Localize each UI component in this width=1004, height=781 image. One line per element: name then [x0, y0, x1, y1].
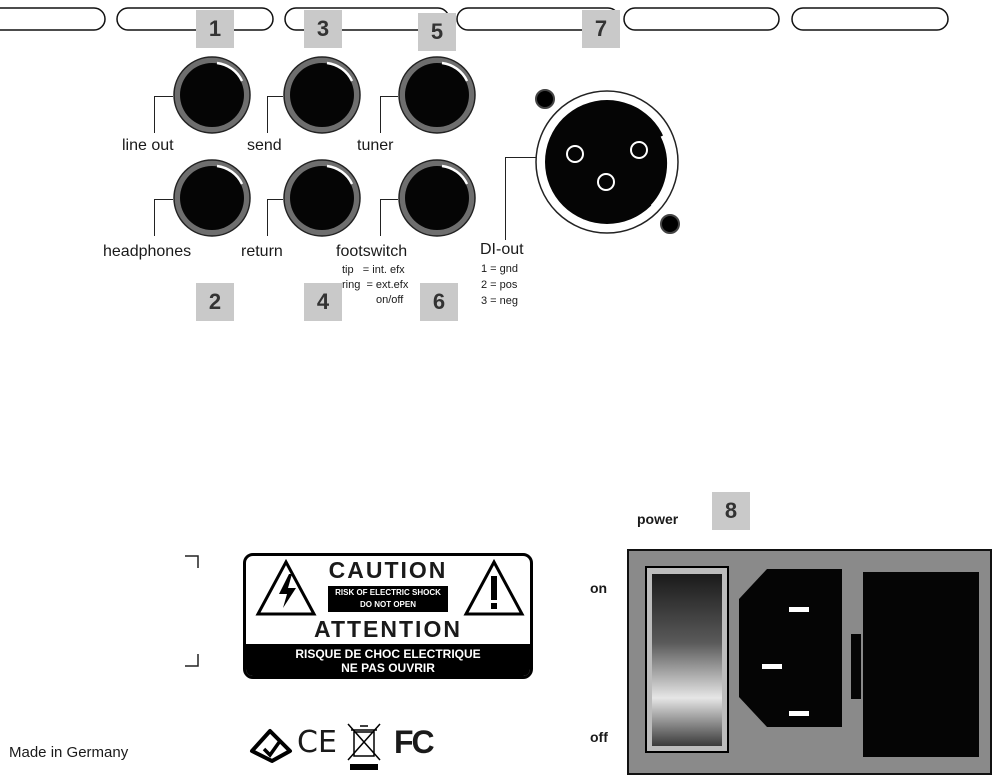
- di-pin-1: 1 = gnd: [481, 263, 519, 275]
- bracket-headphones: [154, 199, 173, 236]
- caution-french-box: RISQUE DE CHOC ELECTRIQUE NE PAS OUVRIR: [246, 644, 530, 676]
- lightning-warning-icon: [255, 558, 317, 616]
- label-footswitch: footswitch: [336, 243, 408, 260]
- di-pin-3: 3 = neg: [481, 295, 519, 307]
- jack-headphones-icon[interactable]: [172, 158, 252, 238]
- footswitch-note-tip: tip = int. efx: [342, 264, 405, 276]
- xlr-connector-icon[interactable]: [532, 86, 682, 236]
- bracket-return: [267, 199, 283, 236]
- caution-french-line2: NE PAS OUVRIR: [341, 661, 435, 675]
- top-vent-slots: [0, 7, 949, 31]
- caution-label: CAUTION RISK OF ELECTRIC SHOCK DO NOT OP…: [243, 553, 533, 679]
- badge-3: 3: [304, 10, 342, 48]
- jack-send-icon[interactable]: [282, 55, 362, 135]
- rcm-mark-icon: [250, 729, 292, 763]
- weee-bin-icon: [347, 723, 381, 770]
- caution-french-line1: RISQUE DE CHOC ELECTRIQUE: [295, 647, 481, 661]
- bracket-footswitch: [380, 199, 398, 236]
- label-line-out: line out: [122, 137, 174, 154]
- power-off-label: off: [590, 729, 608, 745]
- bracket-tuner: [380, 96, 398, 133]
- power-label: power: [637, 511, 679, 527]
- fuse-holder[interactable]: [863, 572, 979, 757]
- jack-footswitch-icon[interactable]: [397, 158, 477, 238]
- caution-risk-line1: RISK OF ELECTRIC SHOCK: [335, 588, 441, 597]
- badge-1: 1: [196, 10, 234, 48]
- made-in-text: Made in Germany: [9, 744, 129, 761]
- iec-power-inlet-icon[interactable]: [737, 569, 872, 739]
- fcc-mark: FC: [394, 724, 435, 760]
- footswitch-note-ring: ring = ext.efx: [342, 279, 409, 291]
- footswitch-note-onoff: on/off: [376, 294, 404, 306]
- caution-risk-box: RISK OF ELECTRIC SHOCK DO NOT OPEN: [328, 586, 448, 612]
- bracket-send: [267, 96, 283, 133]
- badge-5: 5: [418, 13, 456, 51]
- badge-4: 4: [304, 283, 342, 321]
- badge-8: 8: [712, 492, 750, 530]
- label-di-out: DI-out: [480, 241, 524, 258]
- power-rocker-switch[interactable]: [645, 566, 729, 753]
- bracket-line-out: [154, 96, 173, 133]
- caution-corner-marks: [185, 555, 199, 667]
- label-return: return: [241, 243, 283, 260]
- jack-line-out-icon[interactable]: [172, 55, 252, 135]
- label-tuner: tuner: [357, 137, 394, 154]
- di-pin-2: 2 = pos: [481, 279, 518, 291]
- caution-title: CAUTION: [328, 557, 448, 583]
- bracket-di-out: [505, 157, 536, 240]
- jack-tuner-icon[interactable]: [397, 55, 477, 135]
- exclamation-warning-icon: [463, 558, 525, 616]
- power-panel: [627, 549, 992, 775]
- power-on-label: on: [590, 580, 608, 596]
- badge-2: 2: [196, 283, 234, 321]
- label-send: send: [247, 137, 282, 154]
- ce-mark: CE: [297, 725, 337, 760]
- attention-title: ATTENTION: [314, 616, 462, 642]
- jack-return-icon[interactable]: [282, 158, 362, 238]
- badge-6: 6: [420, 283, 458, 321]
- caution-risk-line2: DO NOT OPEN: [359, 600, 416, 609]
- label-headphones: headphones: [103, 243, 192, 260]
- badge-7: 7: [582, 10, 620, 48]
